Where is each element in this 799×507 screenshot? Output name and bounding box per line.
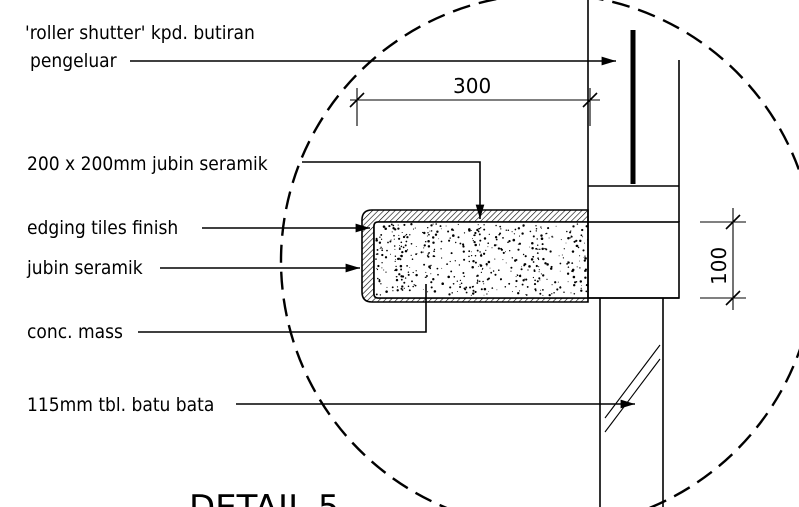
label-conc-mass: conc. mass [27,321,123,343]
dimension-100-label: 100 [707,247,731,285]
label-brick-wall: 115mm tbl. batu bata [27,394,214,416]
dimension-100 [700,208,746,310]
label-edging-tiles: edging tiles finish [27,217,178,239]
detail-title: DETAIL 5 [189,488,339,507]
label-jubin-seramik: jubin seramik [26,257,143,279]
dimension-300 [349,88,600,126]
label-roller-shutter: 'roller shutter' kpd. butiran [25,22,255,44]
dimension-300-label: 300 [453,74,491,98]
leader-lines [130,56,635,409]
label-ceramic-tile-200: 200 x 200mm jubin seramik [27,153,268,175]
wall-frame-upper [587,0,680,222]
sill-slab [361,209,680,303]
detail-boundary-circle [279,0,799,507]
label-pengeluar: pengeluar [30,50,118,72]
wall-frame-lower [599,298,664,507]
